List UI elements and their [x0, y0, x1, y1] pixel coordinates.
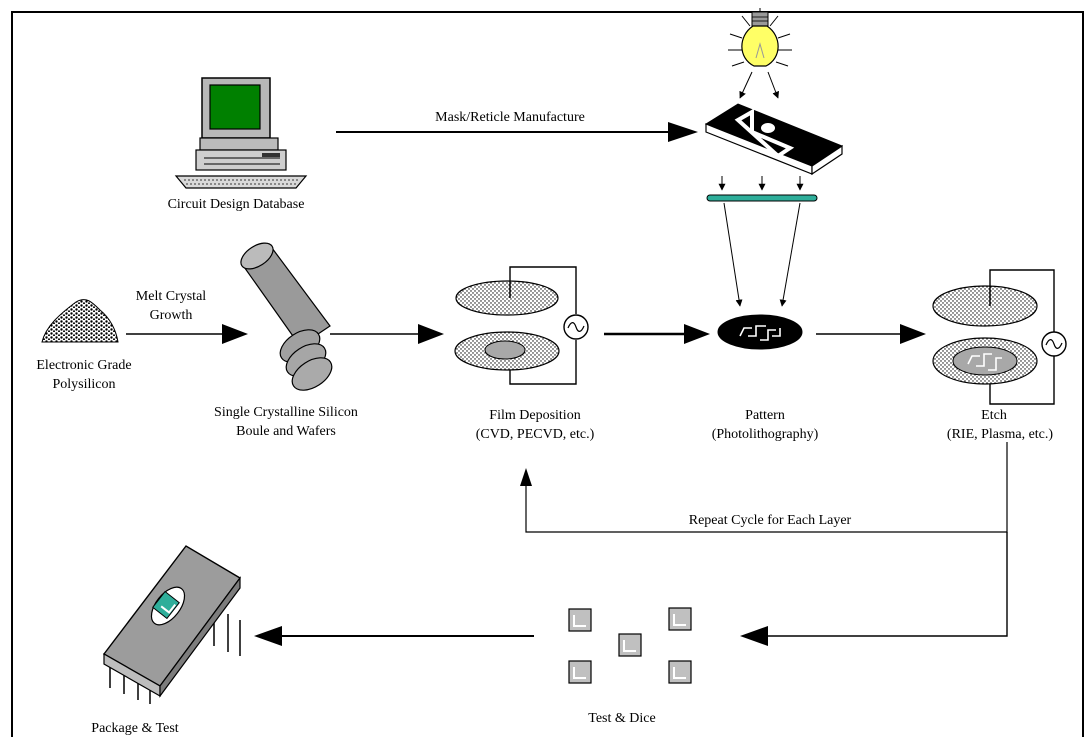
melt-crystal-label-line2: Growth [150, 308, 193, 323]
repeat-cycle-label: Repeat Cycle for Each Layer [689, 513, 852, 528]
etch-to-test-arrow [740, 532, 1008, 646]
boule-label-line1: Single Crystalline Silicon [214, 405, 358, 420]
film-deposition-label-line2: (CVD, PECVD, etc.) [476, 427, 595, 442]
mask-manufacture-arrow [336, 122, 698, 142]
die-icon [568, 607, 692, 684]
pattern-label-line2: (Photolithography) [712, 427, 819, 442]
lightbulb-icon [728, 8, 792, 67]
pattern-to-etch-arrow [816, 324, 926, 344]
melt-crystal-label-line1: Melt Crystal [136, 289, 206, 304]
etch-label-line2: (RIE, Plasma, etc.) [947, 427, 1053, 442]
photomask-icon [704, 103, 844, 176]
circuit-design-label: Circuit Design Database [168, 197, 305, 212]
melt-crystal-arrow [126, 324, 248, 344]
die-4 [568, 660, 592, 684]
etch-chamber-icon [932, 269, 1067, 405]
package-test-label: Package & Test [91, 721, 179, 736]
mask-bar [706, 194, 818, 202]
polysilicon-label-line2: Polysilicon [52, 377, 115, 392]
computer-icon [174, 77, 308, 189]
ic-package-icon [102, 545, 242, 704]
test-to-package-arrow [254, 626, 534, 646]
boule-to-film-arrow [330, 324, 444, 344]
diagram-frame [11, 11, 1084, 737]
die-2 [668, 607, 692, 631]
silicon-boule-icon [240, 242, 333, 391]
wafer-slice-3 [291, 357, 333, 391]
wafer-icon [717, 314, 803, 350]
die-1 [568, 608, 592, 632]
pattern-label-line1: Pattern [745, 408, 785, 423]
boule-label-line2: Boule and Wafers [236, 424, 336, 439]
mask-manufacture-label: Mask/Reticle Manufacture [435, 110, 585, 125]
film-to-pattern-arrow [604, 324, 710, 344]
etch-label-line1: Etch [981, 408, 1007, 423]
deposition-chamber-icon [454, 266, 589, 385]
repeat-cycle-arrow [520, 442, 1008, 533]
polysilicon-label-line1: Electronic Grade [36, 358, 131, 373]
die-3 [618, 633, 642, 657]
polysilicon-pile-icon [41, 299, 119, 343]
computer-screen [209, 84, 261, 130]
die-5 [668, 660, 692, 684]
test-dice-label: Test & Dice [588, 711, 655, 726]
film-deposition-label-line1: Film Deposition [489, 408, 580, 423]
